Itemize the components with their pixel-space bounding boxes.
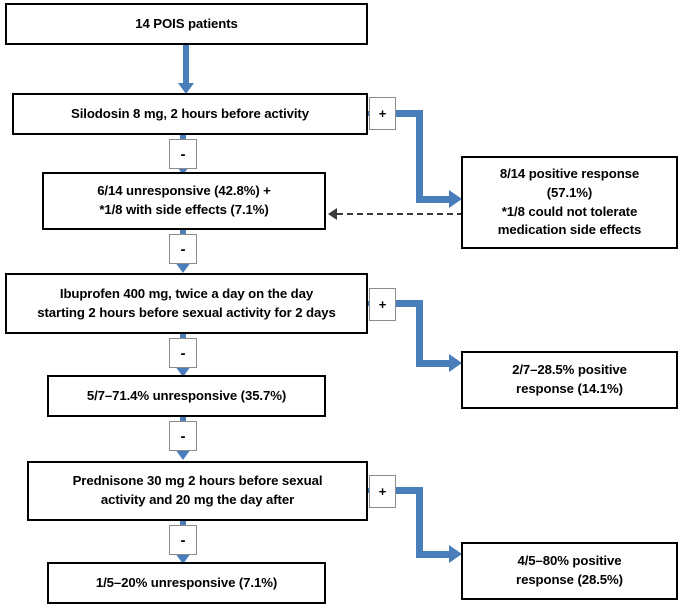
connector-ibuprofen-plus-out bbox=[395, 300, 423, 307]
node-silodosin-negative: 6/14 unresponsive (42.8%) + *1/8 with si… bbox=[42, 172, 326, 230]
connector-prednisone-plus-out bbox=[395, 487, 423, 494]
arrowhead-to-prednisone bbox=[175, 449, 191, 460]
plus-glyph: + bbox=[378, 297, 387, 312]
connector-prednisone-plus-drop bbox=[416, 487, 423, 558]
node-prednisone-positive-text: 4/5–80% positive response (28.5%) bbox=[516, 553, 623, 587]
arrowhead-silodosin-positive bbox=[449, 190, 462, 208]
connector-cohort-to-silodosin bbox=[183, 45, 189, 87]
minus-glyph: - bbox=[180, 145, 186, 163]
arrowhead-cohort-to-silodosin bbox=[178, 83, 194, 94]
minus-glyph: - bbox=[180, 427, 186, 445]
node-silodosin-negative-text: 6/14 unresponsive (42.8%) + *1/8 with si… bbox=[97, 183, 271, 217]
marker-silodosin-minus: - bbox=[169, 139, 197, 169]
connector-ibuprofen-minus-top bbox=[180, 334, 186, 341]
connector-prednisone-plus-to-box bbox=[416, 551, 454, 558]
marker-silodosin-plus: + bbox=[369, 97, 396, 130]
connector-neg1-minus-top bbox=[180, 230, 186, 237]
connector-ibuprofen-plus-to-box bbox=[416, 360, 454, 367]
connector-silodosin-plus-to-box bbox=[416, 196, 454, 203]
marker-prednisone-entry-minus: - bbox=[169, 421, 197, 451]
connector-silodosin-plus-drop bbox=[416, 110, 423, 203]
minus-glyph: - bbox=[180, 240, 186, 258]
node-ibuprofen-negative: 5/7–71.4% unresponsive (35.7%) bbox=[47, 375, 326, 417]
arrowhead-side-effects-feedback bbox=[328, 208, 337, 220]
node-silodosin-positive: 8/14 positive response (57.1%) *1/8 coul… bbox=[461, 156, 678, 249]
node-ibuprofen-positive: 2/7–28.5% positive response (14.1%) bbox=[461, 351, 678, 409]
node-prednisone-text: Prednisone 30 mg 2 hours before sexual a… bbox=[72, 473, 323, 507]
minus-glyph: - bbox=[180, 344, 186, 362]
connector-neg2-minus-top bbox=[180, 417, 186, 424]
marker-prednisone-minus: - bbox=[169, 525, 197, 555]
arrowhead-prednisone-positive bbox=[449, 545, 462, 563]
arrowhead-silodosin-negative bbox=[175, 164, 191, 175]
node-ibuprofen-positive-text: 2/7–28.5% positive response (14.1%) bbox=[512, 362, 627, 396]
arrowhead-ibuprofen-negative bbox=[175, 366, 191, 377]
arrowhead-prednisone-negative bbox=[175, 553, 191, 564]
connector-ibuprofen-plus-drop bbox=[416, 300, 423, 367]
node-prednisone: Prednisone 30 mg 2 hours before sexual a… bbox=[27, 461, 368, 521]
node-cohort: 14 POIS patients bbox=[5, 3, 368, 45]
marker-ibuprofen-minus: - bbox=[169, 338, 197, 368]
connector-silodosin-plus-out bbox=[395, 110, 423, 117]
node-silodosin-text: Silodosin 8 mg, 2 hours before activity bbox=[71, 105, 309, 121]
node-prednisone-negative: 1/5–20% unresponsive (7.1%) bbox=[47, 562, 326, 604]
connector-side-effects-feedback bbox=[337, 213, 463, 215]
plus-glyph: + bbox=[378, 484, 387, 499]
node-prednisone-negative-text: 1/5–20% unresponsive (7.1%) bbox=[95, 574, 278, 590]
marker-ibuprofen-plus: + bbox=[369, 288, 396, 321]
connector-silodosin-minus-top bbox=[180, 135, 186, 142]
node-ibuprofen-text: Ibuprofen 400 mg, twice a day on the day… bbox=[37, 285, 336, 320]
node-silodosin: Silodosin 8 mg, 2 hours before activity bbox=[12, 93, 368, 135]
minus-glyph: - bbox=[180, 531, 186, 549]
node-cohort-text: 14 POIS patients bbox=[135, 15, 238, 31]
arrowhead-to-ibuprofen bbox=[175, 262, 191, 273]
node-silodosin-positive-text: 8/14 positive response (57.1%) *1/8 coul… bbox=[497, 166, 642, 238]
node-ibuprofen: Ibuprofen 400 mg, twice a day on the day… bbox=[5, 273, 368, 334]
connector-prednisone-minus-top bbox=[180, 521, 186, 528]
node-ibuprofen-negative-text: 5/7–71.4% unresponsive (35.7%) bbox=[86, 387, 287, 403]
plus-glyph: + bbox=[378, 106, 387, 121]
arrowhead-ibuprofen-positive bbox=[449, 354, 462, 372]
marker-ibuprofen-entry-minus: - bbox=[169, 234, 197, 264]
node-prednisone-positive: 4/5–80% positive response (28.5%) bbox=[461, 542, 678, 600]
marker-prednisone-plus: + bbox=[369, 475, 396, 508]
